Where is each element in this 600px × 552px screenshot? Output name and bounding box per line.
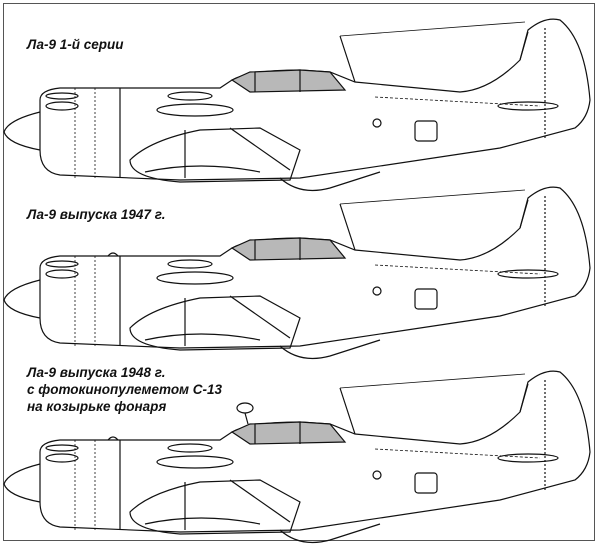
label-line: Ла-9 выпуска 1948 г. [27,365,166,380]
aircraft-drawing [3,18,591,191]
label-line: Ла-9 выпуска 1947 г. [27,207,166,222]
gun-camera-icon [236,402,254,414]
label-line: с фотокинопулеметом С-13 [27,382,223,397]
label-line: на козырьке фонаря [27,399,167,414]
cowl-bump [107,252,119,257]
label-1947: Ла-9 выпуска 1947 г. [27,206,165,223]
aircraft-profile-1947 [0,168,600,359]
aircraft-drawing [3,186,591,359]
aircraft-drawing [3,370,591,543]
label-series1: Ла-9 1-й серии [27,36,123,53]
aircraft-profile-1948 [0,352,600,543]
aircraft-profile-series1 [0,0,600,191]
label-1948: Ла-9 выпуска 1948 г. с фотокинопулеметом… [27,364,222,415]
label-line: Ла-9 1-й серии [27,37,124,52]
